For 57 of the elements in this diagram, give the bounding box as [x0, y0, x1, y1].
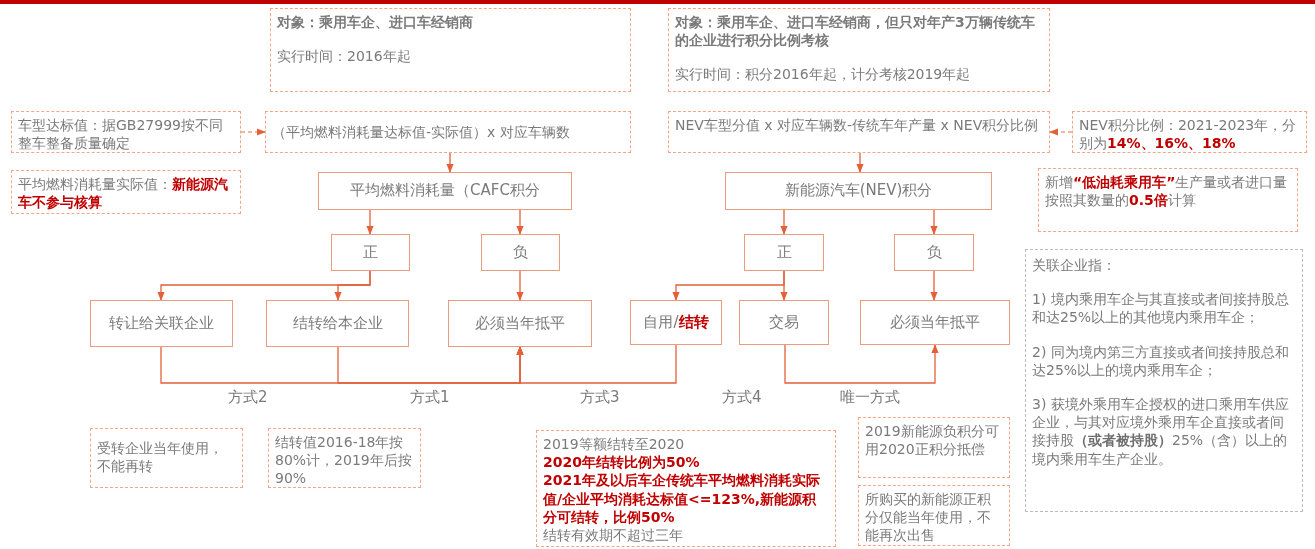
process-box: 交易 — [739, 300, 829, 345]
process-box: 自用/结转 — [630, 300, 722, 345]
note-box: 2019新能源负积分可用2020正积分抵偿 — [858, 417, 1010, 478]
note-text: 2) 同为境内第三方直接或者间接持股总和达25%以上的境内乘用车企； — [1032, 342, 1290, 379]
heading-text: 对象：乘用车企、进口车经销商，但只对年产3万辆传统车的企业进行积分比例考核 — [675, 13, 1036, 50]
arrow — [240, 128, 266, 136]
note-text: 实行时间：积分2016年起，计分考核2019年起 — [675, 65, 972, 84]
note-text: 2021年及以后车企传统车平均燃料消耗实际值/企业平均消耗达标值<=123%,新能源积分可结转，比例50% — [543, 471, 821, 526]
arrow — [516, 270, 524, 301]
formula-box: NEV车型分值 x 对应车辆数-传统车年产量 x NEV积分比例 — [668, 111, 1050, 153]
arrow — [784, 344, 939, 384]
arrow — [334, 270, 371, 301]
note-text: 关联企业指： — [1032, 256, 1117, 275]
process-box: 负 — [481, 234, 560, 271]
process-box: 转让给关联企业 — [90, 300, 233, 347]
arrow — [930, 209, 938, 235]
arrow — [516, 209, 524, 235]
note-box: 结转值2016-18年按80%计，2019年后按90% — [268, 428, 421, 488]
note-text: 结转有效期不超过三年 — [543, 525, 684, 545]
note-text: 3) 获境外乘用车企授权的进口乘用车供应企业，与其对应境外乘用车企直接或者间接持股（或者被持股）25%（含）以上的境内乘用车生产企业。 — [1032, 394, 1290, 468]
note-text: 1) 境内乘用车企与其直接或者间接持股总和达25%以上的其他境内乘用车企； — [1032, 290, 1290, 327]
arrow — [1049, 128, 1073, 136]
process-box: 必须当年抵平 — [860, 300, 1010, 345]
arrow — [780, 270, 788, 301]
process-box: 结转给本企业 — [266, 300, 409, 347]
note-box — [536, 430, 836, 547]
note-text: 实行时间：2016年起 — [277, 47, 412, 66]
path-label: 方式4 — [722, 388, 762, 408]
note-box — [270, 8, 631, 92]
note-box: 平均燃料消耗量实际值：新能源汽车不参与核算 — [11, 170, 241, 214]
heading-text: 对象：乘用车企、进口车经销商 — [277, 13, 474, 32]
arrow — [856, 152, 864, 173]
note-box: NEV积分比例：2021-2023年，分别为14%、16%、18% — [1072, 111, 1307, 153]
arrow — [446, 152, 454, 173]
arrow — [780, 209, 788, 235]
arrow — [366, 209, 374, 235]
arrow — [516, 344, 677, 384]
note-box — [1025, 249, 1303, 512]
note-text: 2020年结转比例为50% — [543, 453, 701, 472]
note-box: 新增“低油耗乘用车”生产量或者进口量按照其数量的0.5倍计算 — [1038, 168, 1298, 232]
process-box: 新能源汽车(NEV)积分 — [725, 172, 992, 210]
arrow — [930, 270, 938, 301]
process-box: 正 — [744, 234, 824, 271]
process-box: 正 — [331, 234, 410, 271]
note-box: 车型达标值：据GB27999按不同整车整备质量确定 — [11, 111, 241, 153]
formula-box: （平均燃料消耗量达标值-实际值）x 对应车辆数 — [265, 111, 631, 153]
note-box: 所购买的新能源正积分仅能当年使用，不能再次出售 — [858, 485, 1010, 546]
note-text: 2019等额结转至2020 — [543, 435, 686, 454]
note-box: 受转企业当年使用，不能再转 — [90, 428, 243, 488]
path-label: 方式1 — [410, 388, 450, 408]
process-box: 必须当年抵平 — [448, 300, 592, 347]
process-box: 负 — [894, 234, 974, 271]
path-label: 方式3 — [580, 388, 620, 408]
path-label: 方式2 — [228, 388, 268, 408]
note-box — [668, 8, 1050, 92]
process-box: 平均燃料消耗量（CAFC积分 — [318, 172, 572, 210]
path-label: 唯一方式 — [840, 388, 900, 408]
